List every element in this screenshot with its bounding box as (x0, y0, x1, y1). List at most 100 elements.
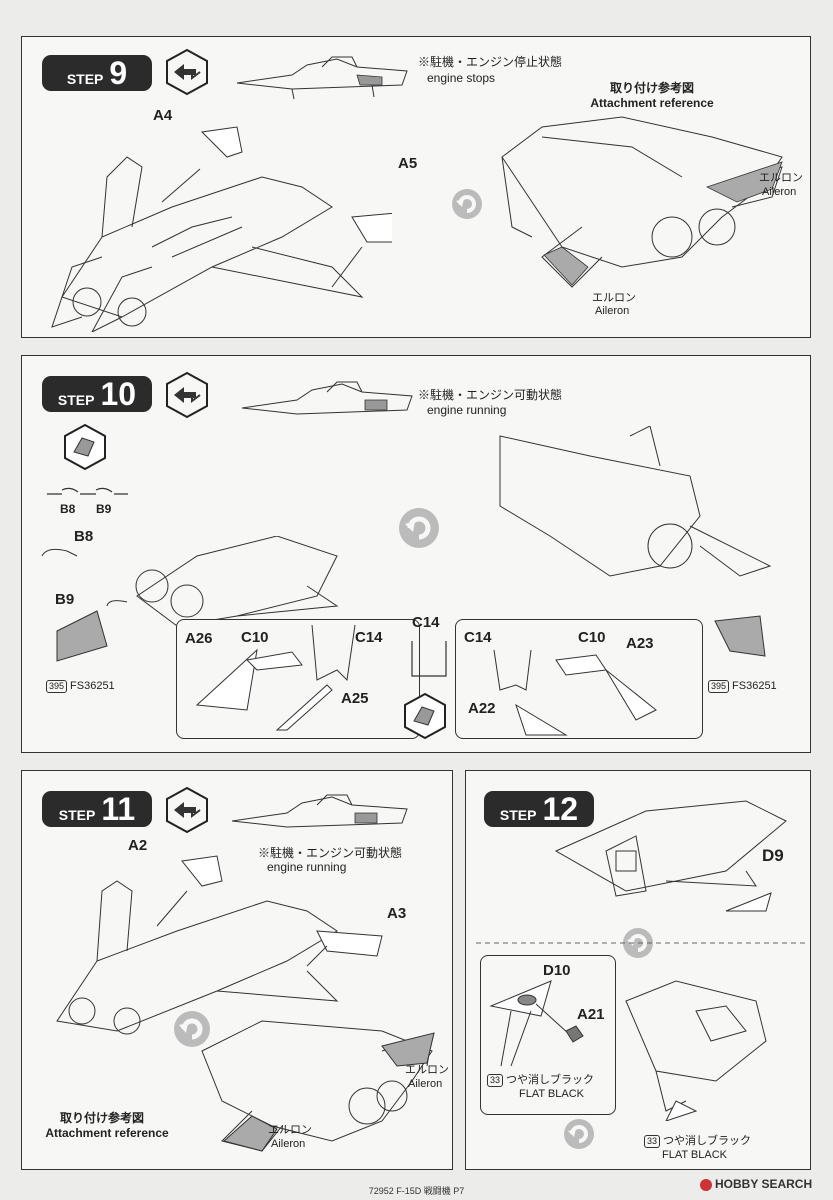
step-10-badge: STEP 10 (42, 376, 152, 412)
part-label: C10 (578, 629, 606, 646)
aileron-en: Aileron (271, 1138, 306, 1150)
part-label: A4 (153, 107, 173, 124)
aircraft-drawing (51, 126, 392, 332)
part-label: B9 (55, 591, 75, 608)
part-detail-icon (404, 692, 446, 740)
paint-jp: つや消しブラック (663, 1135, 752, 1147)
paint-en: FLAT BLACK (519, 1088, 585, 1100)
rotate-view-icon (174, 1011, 210, 1047)
aircraft-drawing (499, 426, 772, 657)
flap-parts-drawing (493, 649, 657, 736)
swap-direction-icon (166, 786, 208, 834)
part-detail-icon (64, 423, 106, 471)
paint-code: FS36251 (732, 680, 777, 692)
ref-jp: 取り付け参考図 (609, 81, 694, 95)
part-label: A26 (185, 630, 213, 647)
aircraft-side-view (236, 56, 408, 100)
note-jp: ※駐機・エンジン可動状態 (258, 846, 403, 860)
step-word: STEP (57, 392, 95, 408)
step-number: 12 (542, 791, 579, 827)
rotate-view-icon (452, 189, 482, 219)
nose-gear-drawing (554, 800, 787, 912)
step-9-panel: STEP 9 ※駐機・エンジン停止状態 engine stops 取り付け参考図… (21, 36, 811, 338)
swap-direction-icon (166, 371, 208, 419)
brand-watermark: HOBBY SEARCH (700, 1177, 812, 1191)
rotate-view-icon (564, 1119, 594, 1149)
step-11-panel: STEP 11 ※駐機・エンジン可動状態 engine running A2 A… (21, 770, 453, 1170)
step-10-panel: STEP 10 ※駐機・エンジン可動状態 engine running B8 B… (21, 355, 811, 753)
part-label: C14 (464, 629, 492, 646)
part-label: D9 (762, 846, 784, 865)
reference-aircraft-drawing (501, 116, 783, 288)
paint-en: FLAT BLACK (662, 1149, 728, 1161)
step-word: STEP (58, 807, 96, 823)
step-12-badge: STEP 12 (484, 791, 594, 827)
paint-number: 33 (487, 1074, 504, 1087)
step-12-panel: STEP 12 D9 D10 A21 33 (465, 770, 811, 1170)
detail-box-left: A26 C10 C14 A25 (176, 619, 420, 739)
aileron-jp: エルロン (759, 172, 803, 184)
aircraft-side-view (241, 381, 413, 415)
paint-number: 395 (46, 680, 68, 693)
step-number: 9 (109, 55, 128, 91)
step-word: STEP (66, 71, 104, 87)
aileron-en: Aileron (595, 305, 630, 317)
nose-gear-drawing (625, 980, 767, 1121)
brand-text: HOBBY SEARCH (715, 1177, 813, 1191)
swap-direction-icon (166, 48, 208, 96)
detail-box-right: C14 C10 A23 A22 (455, 619, 703, 739)
paint-number: 395 (708, 680, 730, 693)
part-label: B8 (60, 502, 76, 516)
aircraft-side-view (231, 794, 408, 828)
part-label: A23 (626, 635, 654, 652)
part-label: C10 (241, 629, 269, 646)
part-label: D10 (543, 962, 571, 979)
step-number: 10 (100, 376, 137, 412)
part-label: A21 (577, 1006, 605, 1023)
aileron-jp: エルロン (405, 1064, 449, 1076)
part-label: C14 (412, 614, 440, 631)
part-label: A22 (468, 700, 496, 717)
note-jp: ※駐機・エンジン可動状態 (418, 388, 563, 402)
ref-en: Attachment reference (45, 1126, 169, 1140)
part-label: B9 (96, 502, 112, 516)
part-label: B8 (74, 528, 94, 545)
note-en: engine running (267, 860, 347, 874)
logo-icon (700, 1178, 712, 1191)
paint-number: 33 (644, 1135, 661, 1148)
part-label: A3 (387, 905, 407, 922)
light-parts-drawing (489, 980, 584, 1067)
rotate-view-icon (399, 508, 439, 548)
aileron-jp: エルロン (268, 1124, 312, 1136)
note-en: engine stops (427, 71, 496, 85)
step-number: 11 (101, 791, 136, 827)
flap-parts-drawing (195, 624, 356, 731)
ref-en: Attachment reference (590, 96, 714, 110)
note-jp: ※駐機・エンジン停止状態 (418, 55, 563, 69)
part-label: A25 (341, 690, 369, 707)
section-divider (476, 942, 806, 944)
ref-jp: 取り付け参考図 (59, 1111, 144, 1125)
note-en: engine running (427, 403, 507, 417)
paint-code: FS36251 (70, 680, 115, 692)
sprue-drawing (47, 487, 128, 495)
reference-aircraft-drawing (201, 1020, 435, 1152)
step-9-badge: STEP 9 (42, 55, 152, 91)
guide-part-drawing (411, 641, 447, 677)
aircraft-drawing (56, 855, 383, 1035)
step-11-badge: STEP 11 (42, 791, 152, 827)
part-label: A5 (398, 155, 418, 172)
aileron-en: Aileron (408, 1078, 443, 1090)
aileron-en: Aileron (762, 186, 797, 198)
step-word: STEP (499, 807, 537, 823)
page-footer: 72952 F-15D 戦闘機 P7 (368, 1186, 465, 1196)
aileron-jp: エルロン (592, 292, 636, 304)
part-label: C14 (355, 629, 383, 646)
part-label: A2 (128, 837, 148, 854)
aircraft-drawing (41, 536, 339, 662)
